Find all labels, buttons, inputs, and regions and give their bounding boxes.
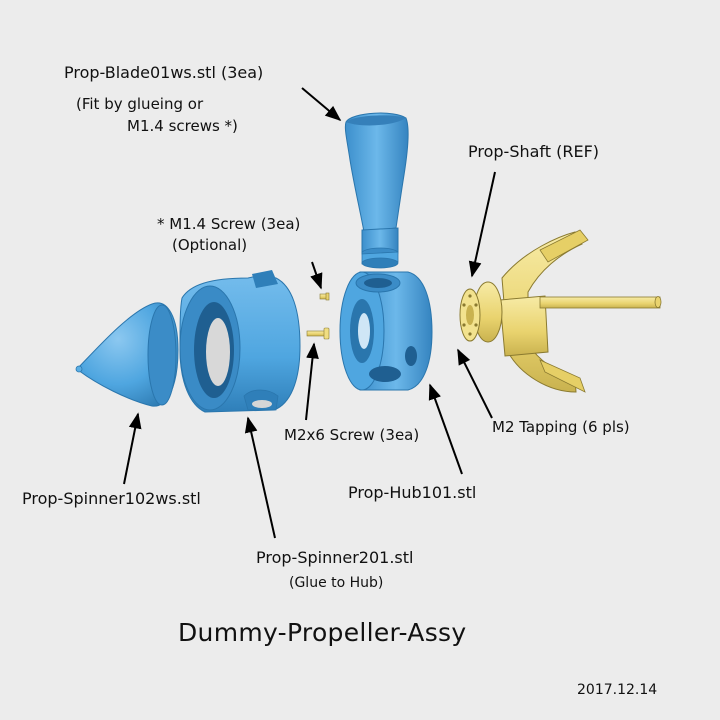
hub-label: Prop-Hub101.stl	[348, 483, 477, 502]
m2-screw-part	[306, 327, 330, 340]
arrow-spinner102	[123, 412, 142, 485]
prop-shaft-part	[459, 229, 662, 393]
arrow-hub	[428, 383, 463, 475]
arrow-spinner201	[244, 416, 276, 539]
m14-screw-part	[319, 292, 330, 301]
date-stamp: 2017.12.14	[577, 682, 658, 698]
blade-note-line2: M1.4 screws *)	[127, 117, 238, 135]
blade-note-line1: (Fit by glueing or	[76, 95, 204, 113]
tapping-label: M2 Tapping (6 pls)	[492, 418, 630, 436]
shaft-label: Prop-Shaft (REF)	[468, 142, 600, 161]
arrow-tapping	[457, 348, 493, 419]
blade-label: Prop-Blade01ws.stl (3ea)	[64, 63, 264, 82]
arrow-m2-screw	[305, 342, 319, 421]
spinner201-label: Prop-Spinner201.stl	[256, 548, 414, 567]
spinner-ring-part	[179, 270, 301, 413]
blade-part	[344, 112, 409, 269]
m14-screw-label: * M1.4 Screw (3ea)	[157, 215, 301, 233]
m2-screw-label: M2x6 Screw (3ea)	[284, 426, 420, 444]
arrow-m14-screw	[310, 261, 323, 290]
callout-arrows	[123, 87, 496, 539]
arrow-blade	[301, 87, 342, 122]
spinner201-note: (Glue to Hub)	[289, 575, 384, 591]
arrow-shaft	[468, 171, 496, 278]
spinner-cone-part	[75, 302, 179, 407]
m14-screw-note: (Optional)	[172, 236, 248, 254]
hub-part	[339, 271, 433, 391]
spinner102-label: Prop-Spinner102ws.stl	[22, 489, 201, 508]
page-title: Dummy-Propeller-Assy	[178, 618, 467, 647]
